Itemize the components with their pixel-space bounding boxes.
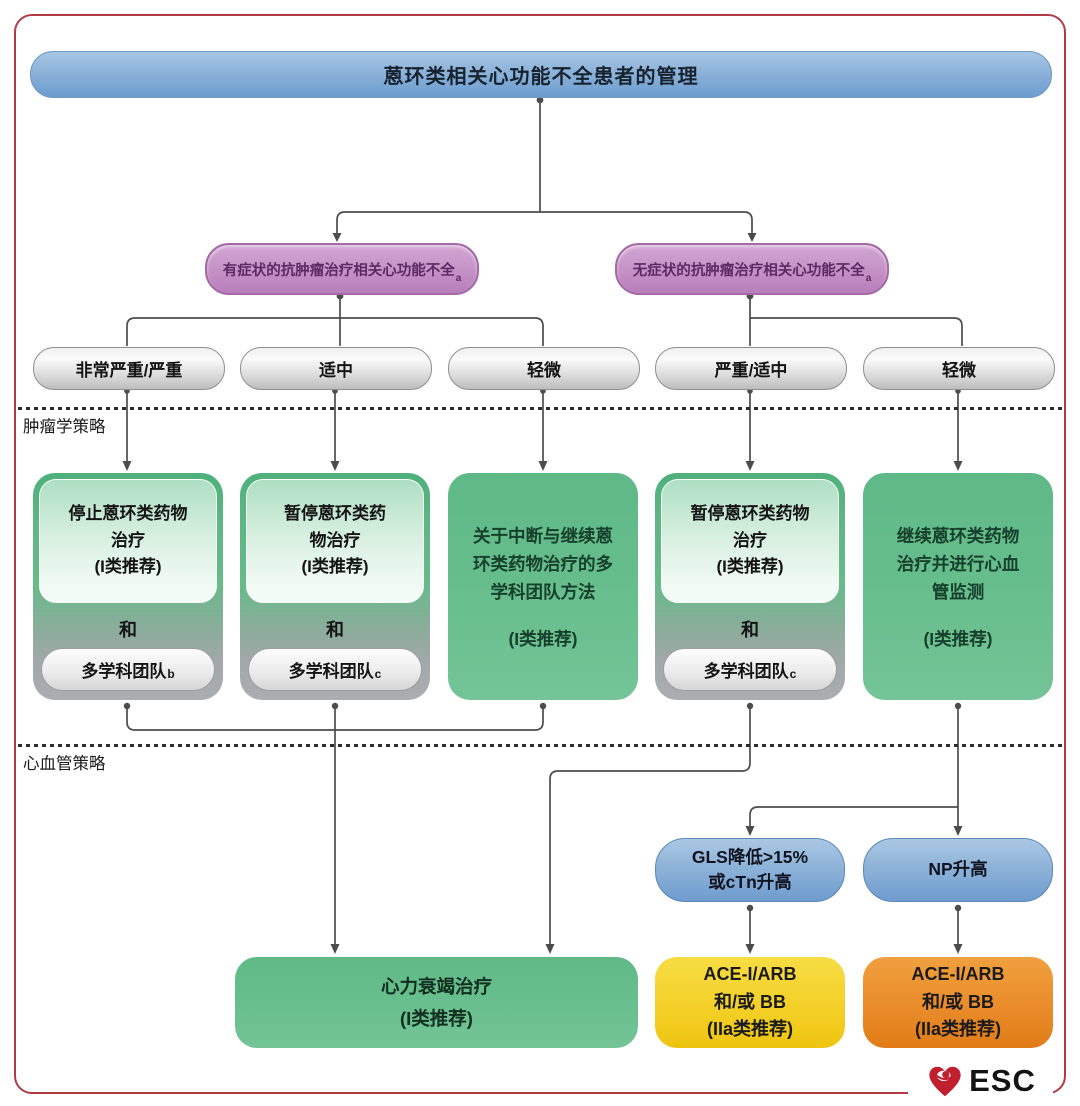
- severity-mild-left: 轻微: [448, 347, 640, 390]
- severity-mild-right: 轻微: [863, 347, 1055, 390]
- heart-icon: [929, 1066, 961, 1097]
- outcome-acei-arb-bb-orange: ACE-I/ARB 和/或 BB (IIa类推荐): [863, 957, 1053, 1048]
- and-label: 和: [119, 620, 137, 640]
- team-label: 多学科团队: [81, 662, 167, 681]
- team-label: 多学科团队: [288, 662, 374, 681]
- oncology-box-continue-text: 继续蒽环类药物 治疗并进行心血 管监测: [896, 526, 1020, 602]
- oncology-box-pause-1-text: 暂停蒽环类药 物治疗 (I类推荐): [246, 479, 424, 603]
- esc-logo: ESC: [908, 1058, 1053, 1104]
- cardio-section-label: 心血管策略: [23, 755, 106, 773]
- team-label: 多学科团队: [703, 662, 789, 681]
- and-label: 和: [741, 620, 759, 640]
- oncology-section-label: 肿瘤学策略: [23, 418, 106, 436]
- footnote-marker: c: [374, 667, 382, 681]
- recommendation-class: (I类推荐): [923, 629, 993, 649]
- monitor-box-gls-ctn: GLS降低>15% 或cTn升高: [655, 838, 845, 902]
- and-label: 和: [326, 620, 344, 640]
- outcome-acei-arb-bb-yellow: ACE-I/ARB 和/或 BB (IIa类推荐): [655, 957, 845, 1048]
- severity-moderate: 适中: [240, 347, 432, 390]
- footnote-marker: b: [167, 667, 175, 681]
- oncology-box-mdt-text: 关于中断与继续蒽 环类药物治疗的多 学科团队方法: [473, 526, 613, 602]
- oncology-divider: [18, 407, 1062, 410]
- oncology-box-mdt-approach: 关于中断与继续蒽 环类药物治疗的多 学科团队方法 (I类推荐): [448, 473, 638, 700]
- outer-frame: [14, 14, 1066, 1094]
- page-title: 蒽环类相关心功能不全患者的管理: [30, 51, 1052, 98]
- outcome-heart-failure-therapy: 心力衰竭治疗 (I类推荐): [235, 957, 638, 1048]
- monitor-box-np: NP升高: [863, 838, 1053, 902]
- footnote-marker: a: [865, 273, 872, 284]
- recommendation-class: (I类推荐): [508, 629, 578, 649]
- node-symptomatic-label: 有症状的抗肿瘤治疗相关心功能不全: [222, 262, 455, 279]
- severity-severe-moderate: 严重/适中: [655, 347, 847, 390]
- node-asymptomatic-label: 无症状的抗肿瘤治疗相关心功能不全: [632, 262, 865, 279]
- oncology-box-stop-text: 停止蒽环类药物 治疗 (I类推荐): [39, 479, 217, 603]
- oncology-box-pause-2-text: 暂停蒽环类药物 治疗 (I类推荐): [661, 479, 839, 603]
- esc-logo-text: ESC: [969, 1063, 1036, 1098]
- footnote-marker: c: [789, 667, 797, 681]
- oncology-box-continue: 继续蒽环类药物 治疗并进行心血 管监测 (I类推荐): [863, 473, 1053, 700]
- cardio-divider: [18, 744, 1062, 747]
- severity-very-severe: 非常严重/严重: [33, 347, 225, 390]
- footnote-marker: a: [455, 273, 462, 284]
